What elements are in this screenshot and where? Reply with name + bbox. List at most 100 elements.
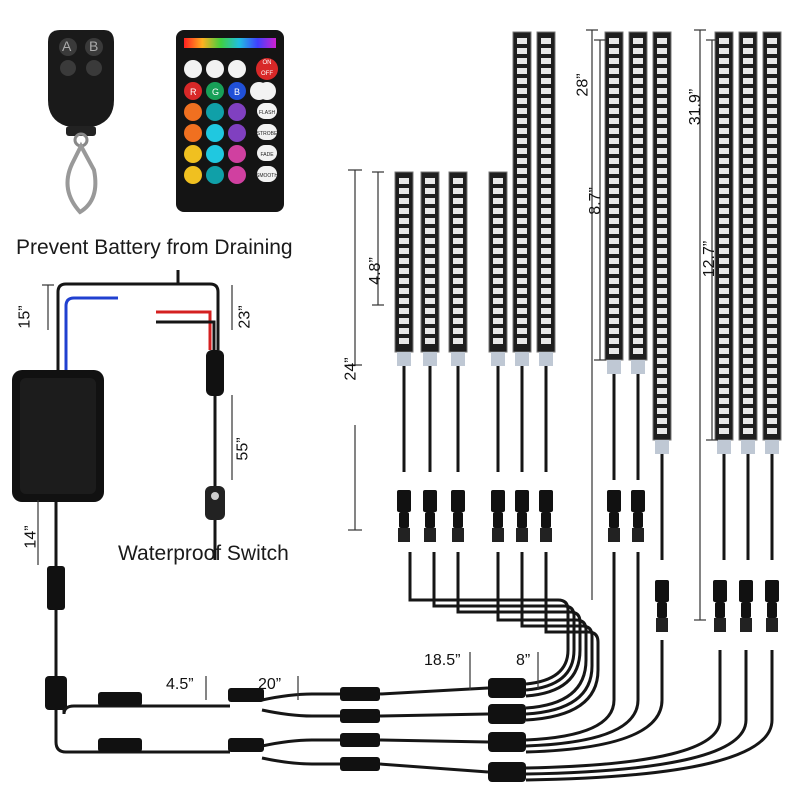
led-chip (719, 298, 729, 304)
inline-connector (340, 687, 380, 701)
led-chip (719, 168, 729, 174)
dim-24: 24” (342, 357, 360, 381)
led-chip (743, 358, 753, 364)
led-chip (453, 318, 463, 324)
led-chip (517, 318, 527, 324)
led-chip (743, 408, 753, 414)
led-chip (399, 178, 409, 184)
led-chip (633, 318, 643, 324)
led-strip (420, 171, 440, 472)
led-chip (767, 108, 777, 114)
led-strips (394, 31, 782, 560)
led-chip (517, 338, 527, 344)
led-chip (743, 428, 753, 434)
led-chip (425, 248, 435, 254)
led-chip (453, 338, 463, 344)
led-chip (399, 298, 409, 304)
inline-connector (98, 738, 142, 752)
led-chip (399, 288, 409, 294)
led-chip (609, 168, 619, 174)
led-chip (541, 168, 551, 174)
led-chip (453, 218, 463, 224)
led-chip (425, 318, 435, 324)
led-chip (719, 88, 729, 94)
led-chip (767, 238, 777, 244)
led-chip (541, 278, 551, 284)
led-chip (767, 278, 777, 284)
led-chip (767, 168, 777, 174)
led-chip (399, 258, 409, 264)
led-chip (719, 388, 729, 394)
strip-end-cap (717, 440, 731, 454)
led-chip (633, 148, 643, 154)
led-chip (657, 338, 667, 344)
led-chip (719, 208, 729, 214)
led-chip (541, 338, 551, 344)
led-chip (541, 188, 551, 194)
dim-15: 15” (16, 305, 34, 329)
led-chip (609, 208, 619, 214)
remote-color-button (206, 82, 224, 100)
led-chip (541, 248, 551, 254)
led-chip (719, 338, 729, 344)
led-chip (633, 38, 643, 44)
led-chip (517, 268, 527, 274)
led-chip (541, 258, 551, 264)
led-chip (633, 308, 643, 314)
dim-55: 55” (234, 437, 252, 461)
led-chip (541, 268, 551, 274)
led-chip (399, 278, 409, 284)
led-chip (609, 108, 619, 114)
connector-plug (631, 490, 645, 542)
remote-mode-button (257, 103, 277, 119)
led-chip (767, 178, 777, 184)
led-chip (633, 88, 643, 94)
led-chip (541, 118, 551, 124)
dim-8: 8” (516, 652, 531, 669)
led-chip (517, 198, 527, 204)
led-chip (517, 208, 527, 214)
led-chip (657, 158, 667, 164)
led-chip (453, 288, 463, 294)
led-chip (633, 138, 643, 144)
connector-plug (655, 580, 669, 632)
dim-28: 28” (574, 73, 592, 97)
led-chip (767, 298, 777, 304)
led-chip (657, 418, 667, 424)
led-chip (425, 228, 435, 234)
led-chip (767, 68, 777, 74)
led-chip (399, 218, 409, 224)
connector-plug (451, 490, 465, 542)
remote-white-button (258, 82, 276, 100)
led-chip (743, 338, 753, 344)
led-chip (399, 188, 409, 194)
led-chip (425, 218, 435, 224)
connector-plug (765, 580, 779, 632)
title-prevent-battery: Prevent Battery from Draining (16, 236, 293, 259)
splitter-hub (488, 704, 526, 724)
led-chip (719, 118, 729, 124)
led-chip (767, 118, 777, 124)
led-chip (633, 268, 643, 274)
led-chip (609, 318, 619, 324)
led-chip (719, 58, 729, 64)
led-chip (425, 198, 435, 204)
led-chip (767, 418, 777, 424)
led-chip (767, 58, 777, 64)
led-chip (633, 228, 643, 234)
led-chip (493, 288, 503, 294)
dimension-lines (37, 29, 718, 700)
led-chip (425, 188, 435, 194)
led-chip (743, 38, 753, 44)
led-chip (517, 178, 527, 184)
led-chip (453, 238, 463, 244)
led-chip (633, 238, 643, 244)
led-chip (633, 118, 643, 124)
led-chip (657, 98, 667, 104)
led-chip (719, 68, 729, 74)
led-chip (743, 78, 753, 84)
led-strip (512, 31, 532, 472)
led-chip (657, 248, 667, 254)
led-chip (425, 298, 435, 304)
